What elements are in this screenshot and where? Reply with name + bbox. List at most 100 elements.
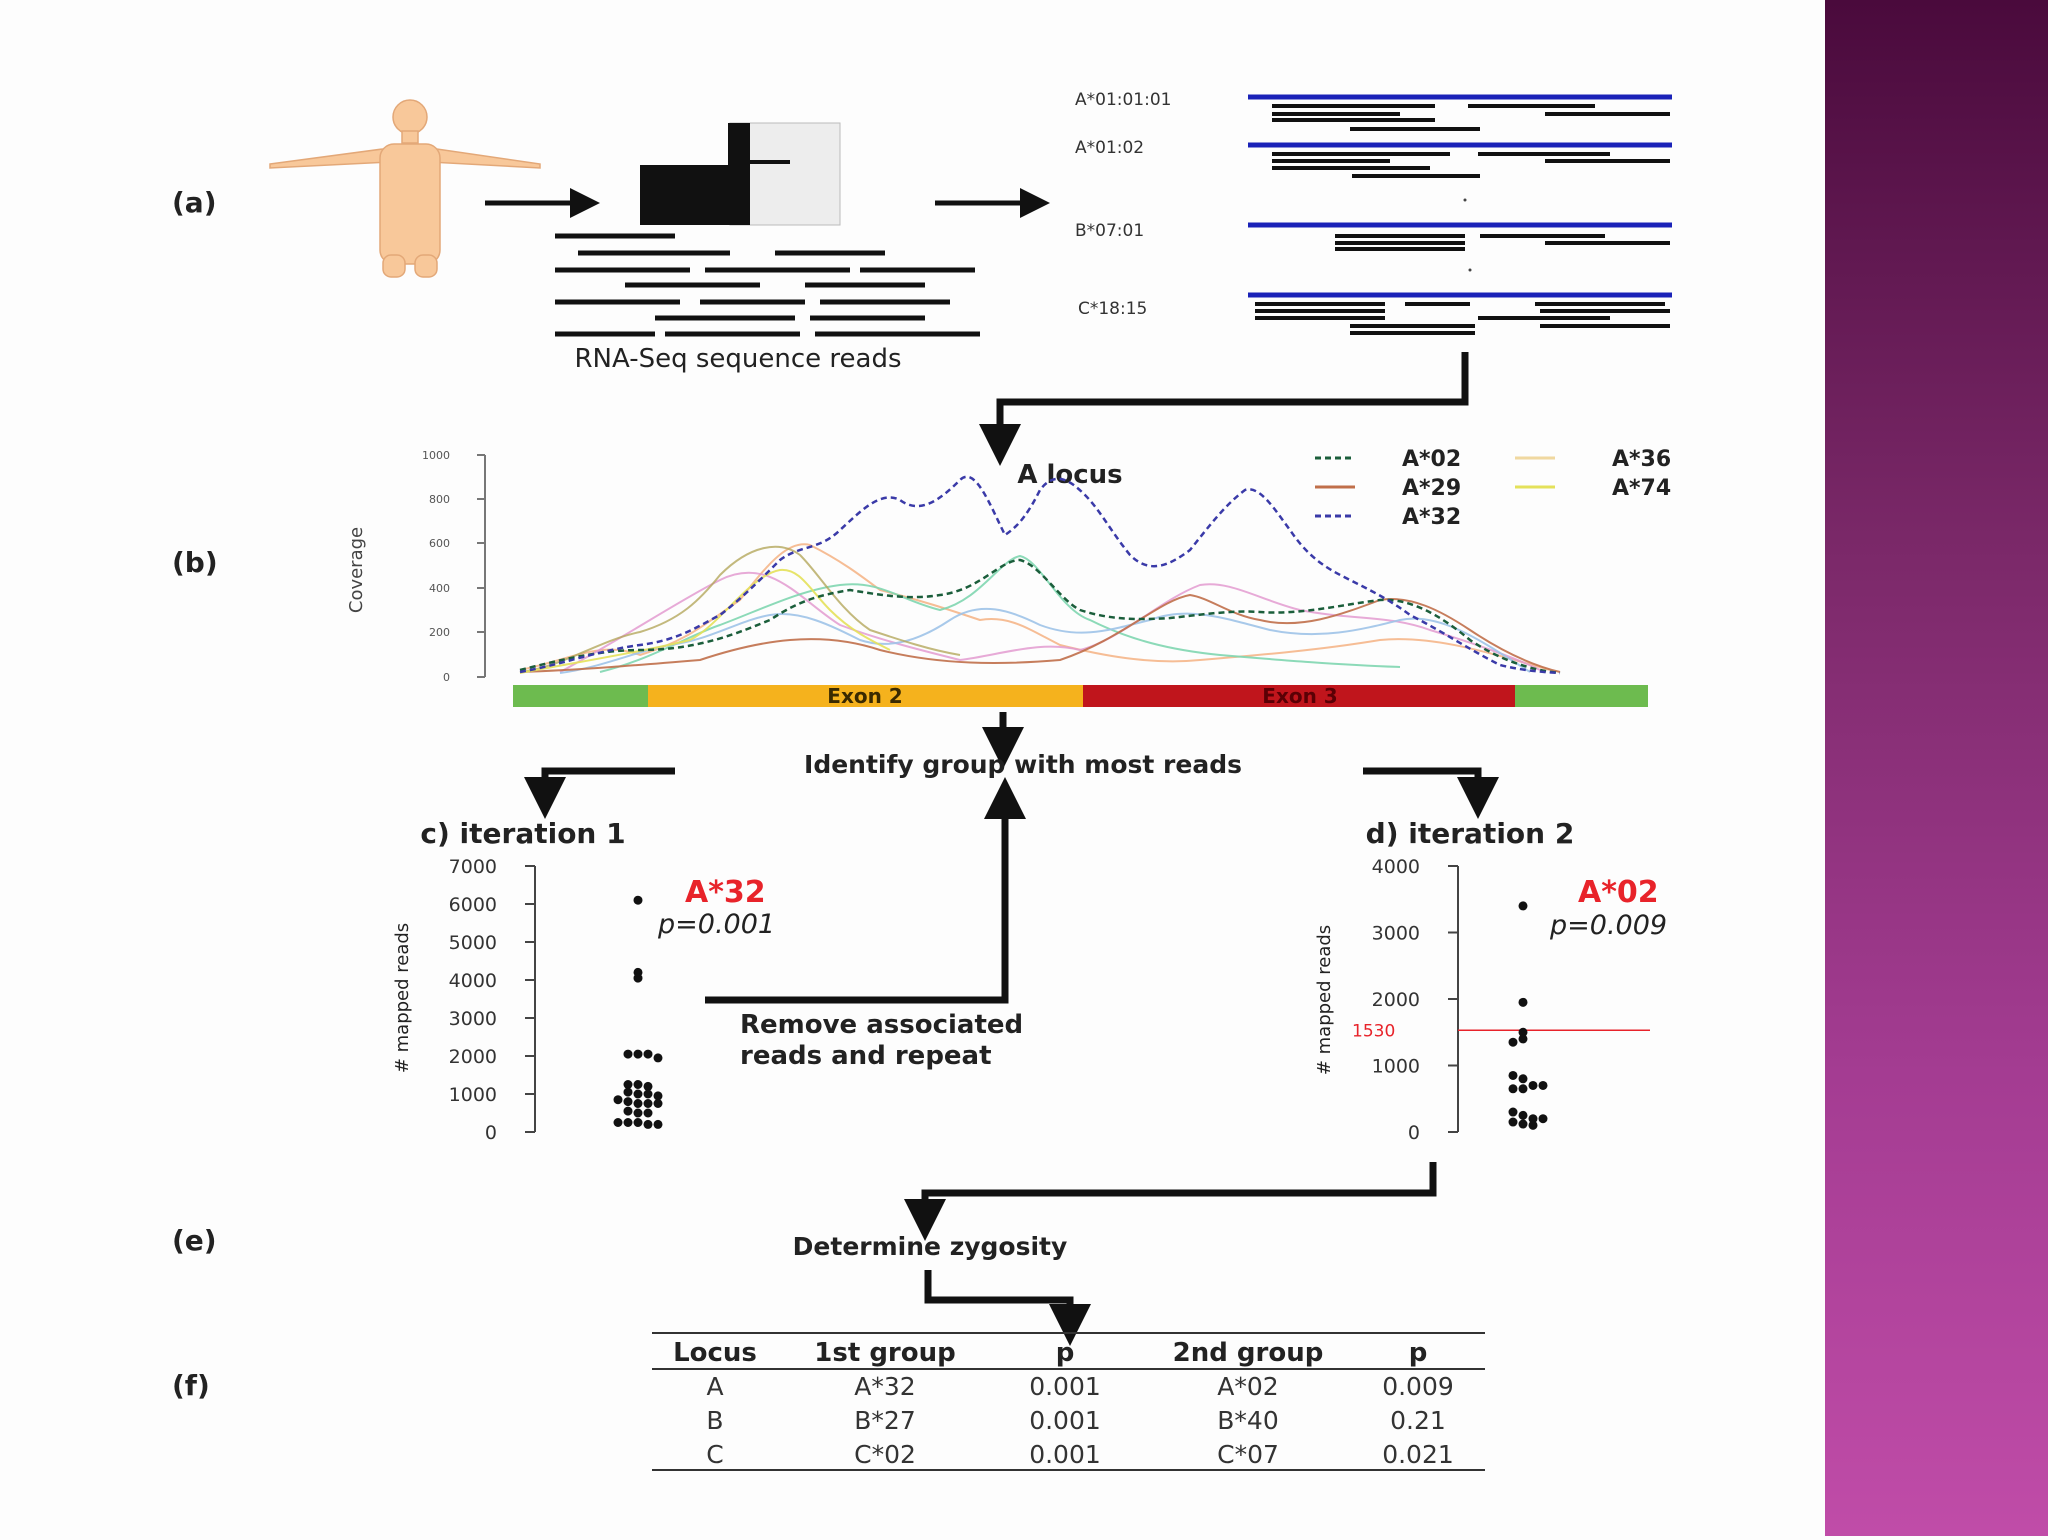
data-point (643, 1099, 653, 1108)
data-point (633, 895, 643, 905)
arrow-to-iteration-2 (1363, 767, 1499, 819)
data-point (613, 1095, 623, 1105)
decorative-side-band (1825, 0, 2048, 1536)
coverage-plot: 0 200 400 600 800 1000 Coverage A locus … (346, 447, 1671, 708)
coverage-y-tick: 800 (429, 493, 450, 506)
allele-alignments: A*01:01:01 A*01:02 B*07:01 C*18:15 (1075, 90, 1672, 335)
data-point (643, 1049, 653, 1059)
table-cell: B*40 (1217, 1406, 1278, 1435)
y-tick-label: 1000 (449, 1084, 497, 1106)
panel-label-a: (a) (172, 186, 217, 219)
exon-bar: Exon 2 Exon 3 (513, 684, 1648, 708)
coverage-y-tick: 600 (429, 537, 450, 550)
table-cell: C*07 (1217, 1440, 1279, 1469)
coverage-curve-a02 (519, 558, 1561, 675)
data-point (1518, 1074, 1528, 1084)
exon-2-label: Exon 2 (827, 684, 902, 708)
coverage-y-tick: 0 (443, 671, 450, 684)
coverage-y-tick: 200 (429, 626, 450, 639)
coverage-curve (599, 554, 1401, 673)
y-tick-label: 0 (1408, 1122, 1420, 1144)
table-cell: 0.001 (1029, 1440, 1101, 1469)
data-point (643, 1108, 653, 1118)
data-point (633, 1099, 643, 1108)
rna-seq-caption: RNA-Seq sequence reads (574, 344, 901, 374)
data-point (1508, 1084, 1518, 1094)
y-tick-label: 6000 (449, 894, 497, 916)
hla-typing-figure: (a) (b) (e) (f) RNA-Seq sequence reads A… (172, 90, 1672, 1471)
table-cell: 0.009 (1382, 1372, 1454, 1401)
data-point (1508, 1070, 1518, 1080)
y-tick-label: 1000 (1372, 1056, 1420, 1078)
panel-label-b: (b) (172, 546, 218, 579)
coverage-curve (519, 593, 1561, 673)
y-tick-label: 5000 (449, 932, 497, 954)
coverage-y-tick: 400 (429, 582, 450, 595)
data-point (653, 1053, 663, 1063)
data-point (1518, 997, 1528, 1007)
data-point (633, 1049, 643, 1059)
allele-label: C*18:15 (1078, 299, 1147, 319)
data-point (1528, 1120, 1538, 1130)
table-cell: C*02 (854, 1440, 916, 1469)
zygosity-step-text: Determine zygosity (793, 1232, 1068, 1261)
coverage-title: A locus (1017, 460, 1122, 490)
data-point (1508, 1037, 1518, 1047)
table-row: A A*32 0.001 A*02 0.009 (706, 1372, 1453, 1401)
iteration-1-points (613, 895, 663, 1129)
y-tick-label: 4000 (449, 970, 497, 992)
table-cell: 0.001 (1029, 1372, 1101, 1401)
panel-label-e: (e) (172, 1224, 217, 1257)
coverage-curve (519, 543, 1551, 671)
coverage-legend: A*02 A*36 A*29 A*74 A*32 (1315, 447, 1671, 530)
panel-label-f: (f) (172, 1369, 210, 1402)
data-point (1538, 1080, 1548, 1090)
data-point (623, 1049, 633, 1059)
data-point (633, 1108, 643, 1118)
data-point (643, 1081, 653, 1091)
exon-3-label: Exon 3 (1262, 684, 1337, 708)
table-header: 1st group (814, 1338, 955, 1368)
data-point (653, 1119, 663, 1129)
human-figure-icon (269, 99, 541, 278)
legend-label: A*02 (1402, 447, 1461, 472)
data-point (633, 973, 643, 983)
table-cell: 0.001 (1029, 1406, 1101, 1435)
y-tick-label: 2000 (449, 1046, 497, 1068)
table-header: p (1056, 1338, 1075, 1368)
table-cell: A*32 (854, 1372, 915, 1401)
legend-label: A*29 (1402, 476, 1461, 501)
y-tick-label: 2000 (1372, 989, 1420, 1011)
iteration-2-p-value: p=0.009 (1549, 910, 1667, 941)
table-header: Locus (673, 1338, 757, 1368)
arrow-a-to-b (979, 352, 1469, 466)
table-row: C C*02 0.001 C*07 0.021 (706, 1440, 1454, 1469)
data-point (623, 1106, 633, 1116)
legend-label: A*36 (1612, 447, 1671, 472)
threshold-label: 1530 (1352, 1021, 1395, 1041)
exon-2-segment (648, 685, 1083, 707)
coverage-y-label: Coverage (346, 527, 367, 613)
data-point (653, 1099, 663, 1108)
table-cell: A (706, 1372, 723, 1401)
data-point (1518, 1110, 1528, 1120)
iteration-1-p-value: p=0.001 (657, 909, 775, 940)
data-point (633, 1080, 643, 1089)
arrow-to-zygosity (904, 1162, 1437, 1241)
data-point (1528, 1114, 1538, 1124)
data-point (623, 1118, 633, 1127)
data-point (623, 1097, 633, 1107)
data-point (623, 1087, 633, 1097)
allele-label: A*01:02 (1075, 138, 1144, 158)
data-point (1508, 1117, 1518, 1127)
legend-label: A*32 (1402, 505, 1461, 530)
arrow-to-table (924, 1270, 1091, 1346)
y-tick-label: 7000 (449, 856, 497, 878)
remove-step-line-1: Remove associated (740, 1010, 1023, 1040)
coverage-curve (519, 545, 961, 673)
data-point (613, 1118, 623, 1127)
table-header: p (1409, 1338, 1428, 1368)
